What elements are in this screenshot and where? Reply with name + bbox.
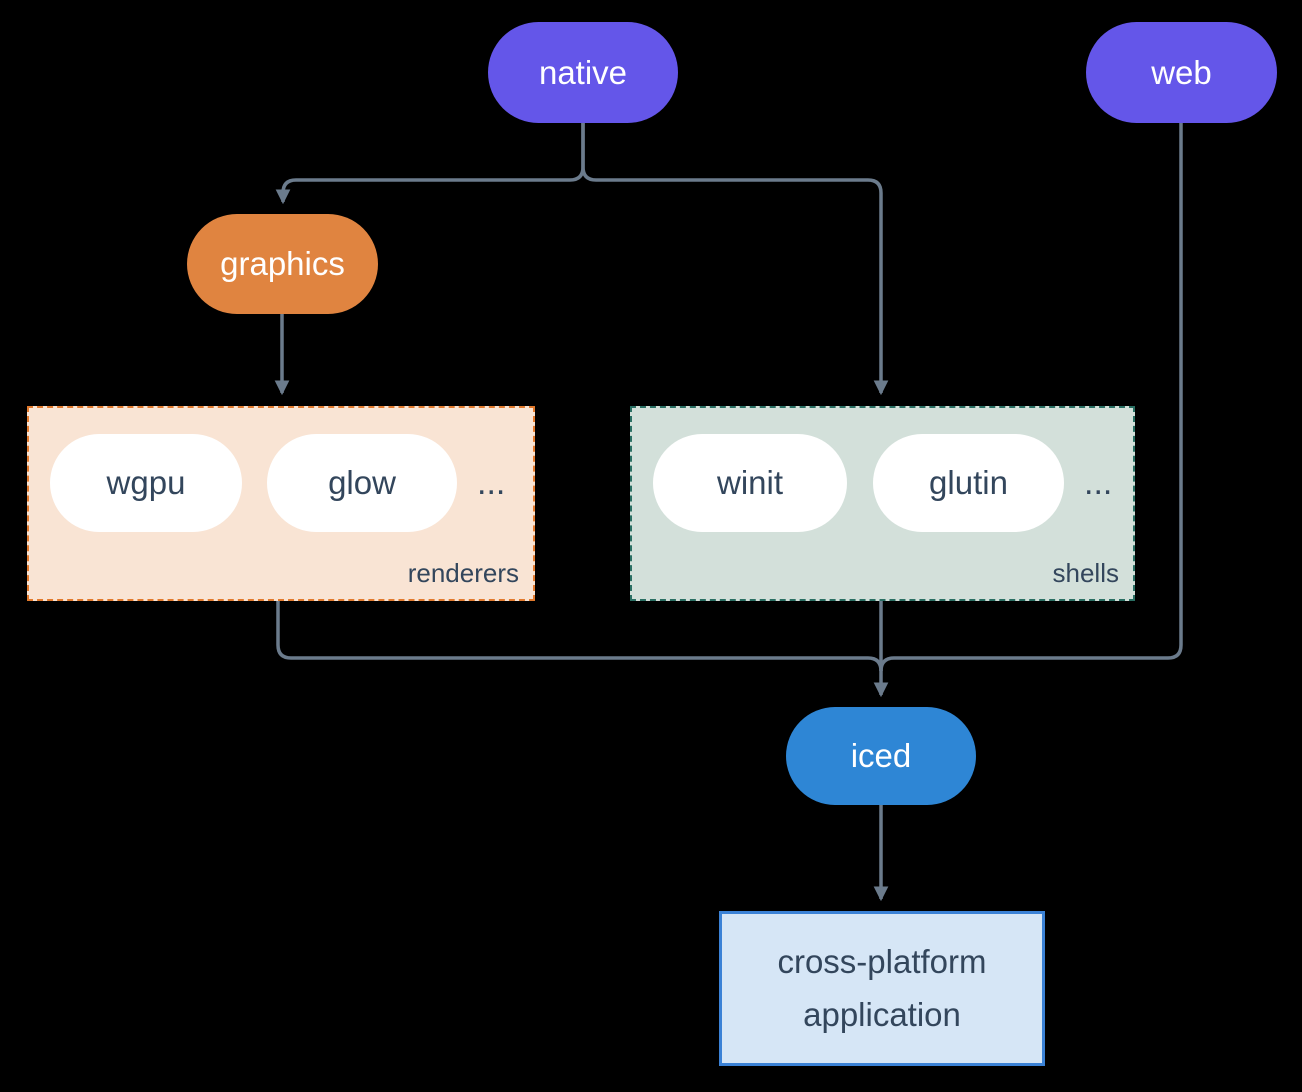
group-renderers-label: renderers <box>407 558 519 588</box>
shells-ellipsis: ... <box>1084 463 1113 502</box>
node-cross-platform-application: cross-platform application <box>719 911 1045 1066</box>
node-native-label: native <box>538 53 628 91</box>
node-glow-label: glow <box>328 464 396 501</box>
node-glutin-label: glutin <box>929 464 1008 501</box>
node-iced: iced <box>786 707 976 805</box>
node-winit-label: winit <box>716 464 784 501</box>
node-glutin: glutin <box>873 434 1064 532</box>
node-native: native <box>488 22 678 123</box>
node-graphics-label: graphics <box>220 245 345 282</box>
edge-native-to-graphics <box>275 123 585 205</box>
group-shells: winit glutin ... shells <box>630 406 1135 601</box>
node-iced-label: iced <box>850 737 912 774</box>
edge-native-to-shells <box>581 123 889 396</box>
group-renderers: wgpu glow ... renderers <box>27 406 535 601</box>
node-wgpu-label: wgpu <box>106 464 186 501</box>
edge-renderers-to-junction <box>276 601 883 672</box>
node-wgpu: wgpu <box>50 434 242 532</box>
node-winit: winit <box>653 434 847 532</box>
node-web: web <box>1086 22 1277 123</box>
node-cross-platform-application-label: cross-platform application <box>777 942 987 1033</box>
node-glow: glow <box>267 434 457 532</box>
node-graphics: graphics <box>187 214 378 314</box>
renderers-ellipsis: ... <box>477 463 506 502</box>
group-shells-label: shells <box>1052 558 1119 588</box>
node-web-label: web <box>1151 53 1212 91</box>
